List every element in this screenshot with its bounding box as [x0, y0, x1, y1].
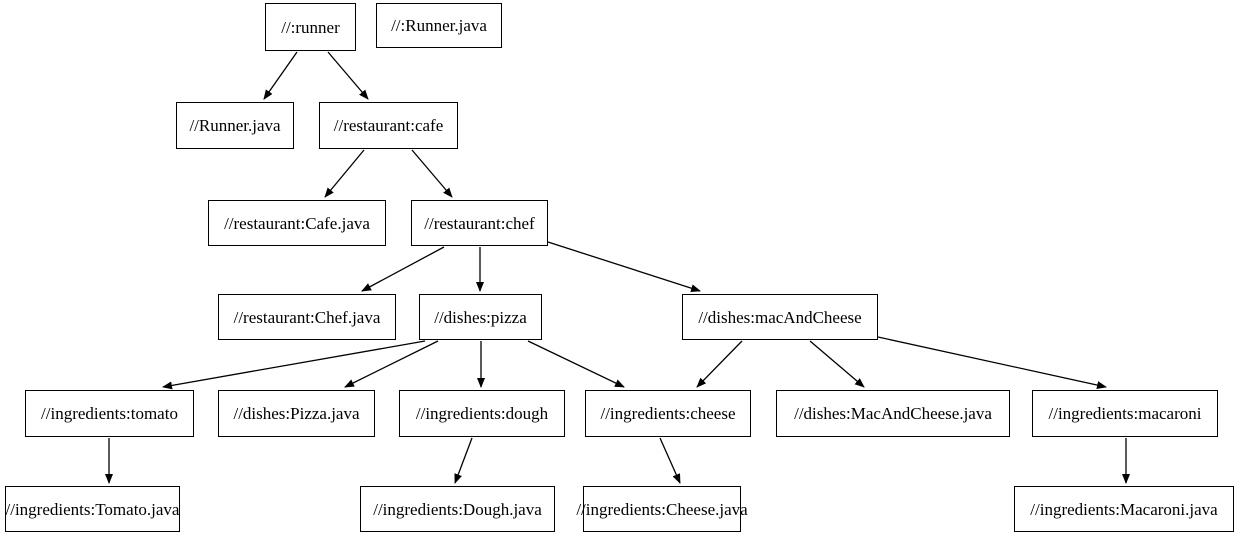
- graph-node-restaurant_cafe_java[interactable]: //restaurant:Cafe.java: [208, 200, 386, 246]
- graph-node-dishes_macandcheese[interactable]: //dishes:macAndCheese: [682, 294, 878, 340]
- graph-node-label: //ingredients:cheese: [600, 404, 736, 423]
- edge-restaurant_chef-to-dishes_macandcheese: [547, 241, 701, 293]
- graph-node-dishes_macandcheese_java[interactable]: //dishes:MacAndCheese.java: [776, 390, 1010, 437]
- edge-ingredients_cheese-to-ingredients_cheese_java: [659, 437, 681, 484]
- graph-node-label: //restaurant:cafe: [333, 116, 444, 135]
- graph-node-label: //ingredients:Tomato.java: [5, 499, 180, 519]
- edge-dishes_pizza-to-dishes_pizza_java: [344, 340, 439, 388]
- graph-node-label: //dishes:MacAndCheese.java: [794, 404, 992, 423]
- edge-restaurant_chef-to-restaurant_chef_java: [361, 246, 445, 292]
- graph-node-runner_java_root[interactable]: //:Runner.java: [376, 3, 502, 48]
- graph-node-ingredients_macaroni[interactable]: //ingredients:macaroni: [1032, 390, 1218, 437]
- graph-node-label: //dishes:Pizza.java: [233, 404, 360, 423]
- graph-node-label: //ingredients:macaroni: [1048, 404, 1202, 423]
- graph-node-restaurant_chef[interactable]: //restaurant:chef: [411, 200, 548, 246]
- graph-node-label: //ingredients:Macaroni.java: [1030, 499, 1218, 519]
- edge-dishes_macandcheese-to-dishes_macandcheese_java: [809, 340, 865, 388]
- edge-dishes_macandcheese-to-ingredients_macaroni: [877, 336, 1107, 389]
- edge-dishes_pizza-to-ingredients_tomato: [162, 340, 426, 390]
- graph-node-ingredients_tomato_java[interactable]: //ingredients:Tomato.java: [5, 486, 180, 532]
- graph-node-runner_java[interactable]: //Runner.java: [176, 102, 294, 149]
- graph-node-label: //restaurant:chef: [424, 213, 535, 233]
- edge-dishes_pizza-to-ingredients_cheese: [527, 340, 625, 388]
- graph-node-ingredients_dough_java[interactable]: //ingredients:Dough.java: [360, 486, 555, 532]
- graph-node-label: //ingredients:Cheese.java: [576, 499, 748, 519]
- graph-node-runner[interactable]: //:runner: [265, 3, 356, 51]
- graph-node-label: //:runner: [281, 17, 340, 37]
- edge-ingredients_dough-to-ingredients_dough_java: [454, 437, 473, 484]
- graph-node-restaurant_chef_java[interactable]: //restaurant:Chef.java: [218, 294, 396, 340]
- edge-restaurant_cafe-to-restaurant_cafe_java: [324, 149, 365, 198]
- graph-node-dishes_pizza_java[interactable]: //dishes:Pizza.java: [218, 390, 375, 437]
- edge-dishes_macandcheese-to-ingredients_cheese: [696, 340, 743, 388]
- edge-restaurant_cafe-to-restaurant_chef: [411, 149, 453, 198]
- graph-node-label: //dishes:macAndCheese: [698, 307, 862, 327]
- graph-node-ingredients_macaroni_java[interactable]: //ingredients:Macaroni.java: [1014, 486, 1234, 532]
- graph-node-label: //:Runner.java: [391, 16, 487, 35]
- graph-node-ingredients_tomato[interactable]: //ingredients:tomato: [25, 390, 194, 437]
- edge-runner-to-runner_java: [263, 51, 298, 100]
- graph-node-ingredients_dough[interactable]: //ingredients:dough: [399, 390, 565, 437]
- graph-node-label: //restaurant:Cafe.java: [224, 213, 370, 233]
- graph-node-label: //restaurant:Chef.java: [233, 307, 381, 327]
- graph-node-ingredients_cheese[interactable]: //ingredients:cheese: [585, 390, 751, 437]
- edge-runner-to-restaurant_cafe: [327, 51, 369, 100]
- graph-node-label: //ingredients:dough: [415, 404, 549, 423]
- graph-node-label: //ingredients:tomato: [41, 404, 178, 423]
- graph-node-dishes_pizza[interactable]: //dishes:pizza: [419, 294, 542, 340]
- graph-node-label: //Runner.java: [189, 116, 281, 135]
- graph-node-label: //ingredients:Dough.java: [373, 499, 542, 519]
- graph-node-label: //dishes:pizza: [434, 307, 527, 327]
- graph-node-ingredients_cheese_java[interactable]: //ingredients:Cheese.java: [576, 486, 748, 532]
- graph-node-restaurant_cafe[interactable]: //restaurant:cafe: [319, 102, 458, 149]
